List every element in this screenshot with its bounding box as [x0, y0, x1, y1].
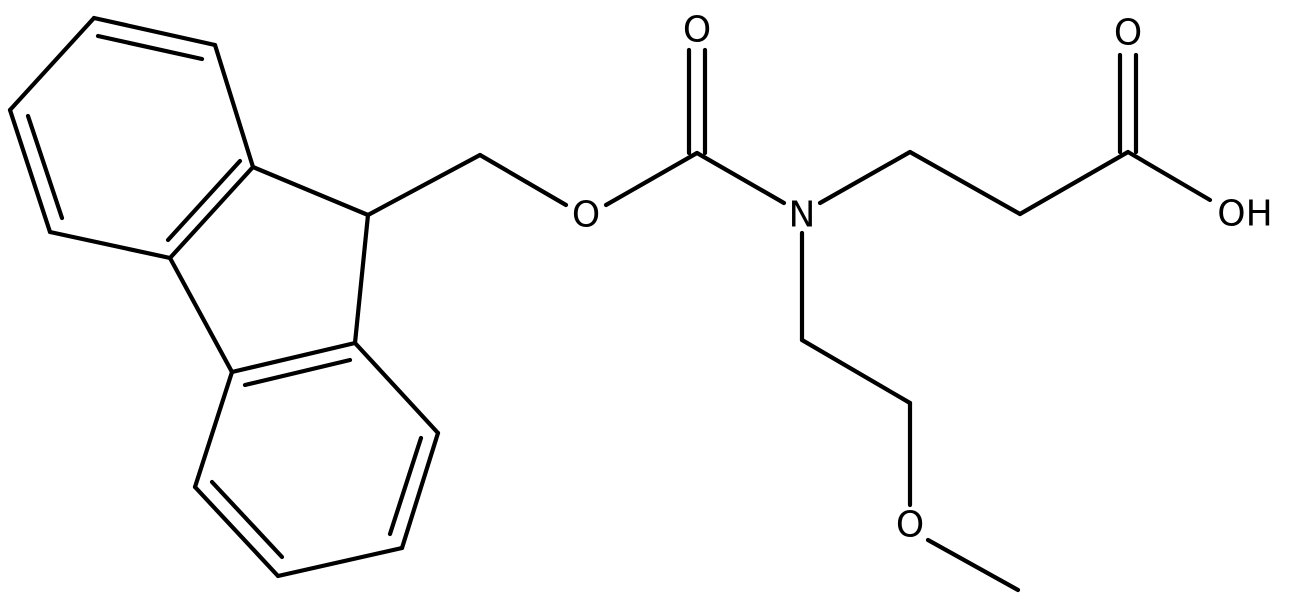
bond: [817, 149, 913, 206]
bond: [7, 107, 53, 235]
bond: [799, 337, 913, 406]
bond: [1017, 149, 1131, 217]
bond: [95, 33, 205, 62]
atom-o-carbonyl: O: [683, 10, 711, 51]
bond: [25, 113, 65, 221]
bond: [387, 435, 424, 537]
bond: [212, 42, 256, 170]
fluorene-bottom-ring: [192, 340, 441, 579]
atom-o-ester: O: [572, 195, 600, 236]
bond: [399, 430, 441, 551]
bond: [275, 545, 405, 579]
atom-n-amide: N: [789, 195, 816, 236]
bond: [694, 150, 787, 206]
atom-label: O: [683, 10, 711, 51]
atom-oh-acid: OH: [1217, 194, 1272, 235]
bond: [192, 369, 235, 490]
atom-label: OH: [1217, 194, 1272, 235]
carbamate-linker: [365, 47, 787, 218]
bond: [209, 479, 285, 560]
fluorene-top-ring: [7, 15, 256, 261]
bond: [165, 158, 243, 243]
bond: [91, 15, 218, 48]
atom-label: O: [1114, 13, 1142, 54]
bond: [250, 164, 371, 218]
bond: [229, 340, 358, 375]
atom-label: O: [572, 195, 600, 236]
bond: [167, 255, 235, 375]
bond: [365, 152, 483, 218]
bond: [477, 152, 569, 208]
bond: [1125, 149, 1213, 203]
atom-label: O: [896, 505, 924, 546]
methoxyethyl-chain: [799, 230, 1021, 593]
bond: [47, 229, 173, 261]
bond: [352, 212, 371, 346]
acid-chain: [817, 52, 1213, 217]
bond: [603, 150, 700, 208]
bond: [925, 537, 1021, 593]
atom-label: N: [789, 195, 816, 236]
bond: [242, 357, 353, 388]
bond: [352, 340, 441, 436]
bond: [167, 164, 256, 261]
atom-o-ether: O: [896, 505, 924, 546]
atom-o-acid: O: [1114, 13, 1142, 54]
bond: [192, 484, 281, 579]
bond: [907, 149, 1023, 217]
bond: [7, 15, 97, 113]
fluorene-five-ring: [167, 164, 371, 375]
